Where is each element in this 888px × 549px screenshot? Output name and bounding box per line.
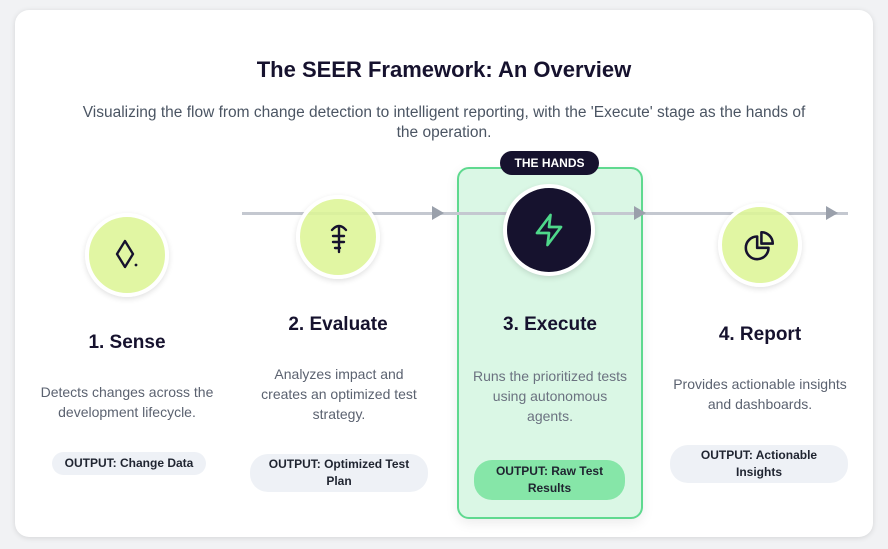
output-badge-execute: OUTPUT: Raw Test Results [474, 460, 625, 500]
stage-title-execute: 3. Execute [503, 314, 597, 335]
page-title: The SEER Framework: An Overview [256, 57, 632, 82]
pie-chart-icon [744, 230, 775, 261]
stage-title-evaluate: 2. Evaluate [288, 314, 388, 335]
stage-title-report: 4. Report [718, 324, 802, 345]
flow-arrow-icon [432, 206, 444, 220]
execute-icon-circle [503, 184, 595, 276]
output-badge-report: OUTPUT: Actionable Insights [670, 445, 848, 483]
stage-desc-execute: Runs the prioritized tests using autonom… [472, 368, 628, 424]
stage-desc-evaluate: Analyzes impact and creates an optimized… [261, 366, 417, 422]
lightning-icon [535, 213, 563, 247]
stage-desc-sense: Detects changes across the development l… [40, 384, 214, 420]
flow-arrow-icon [826, 206, 838, 220]
report-icon-circle [718, 203, 802, 287]
sense-icon-circle [85, 213, 169, 297]
evaluate-icon-circle [296, 195, 380, 279]
diamond-icon [115, 239, 138, 269]
output-badge-sense: OUTPUT: Change Data [52, 452, 206, 475]
flow-arrow-icon [634, 206, 646, 220]
stage-title-sense: 1. Sense [88, 332, 166, 353]
the-hands-badge: THE HANDS [500, 151, 599, 175]
output-badge-evaluate: OUTPUT: Optimized Test Plan [250, 454, 428, 492]
stage-desc-report: Provides actionable insights and dashboa… [673, 376, 847, 412]
page-subtitle: Visualizing the flow from change detecti… [82, 104, 806, 141]
branch-icon [330, 224, 348, 254]
